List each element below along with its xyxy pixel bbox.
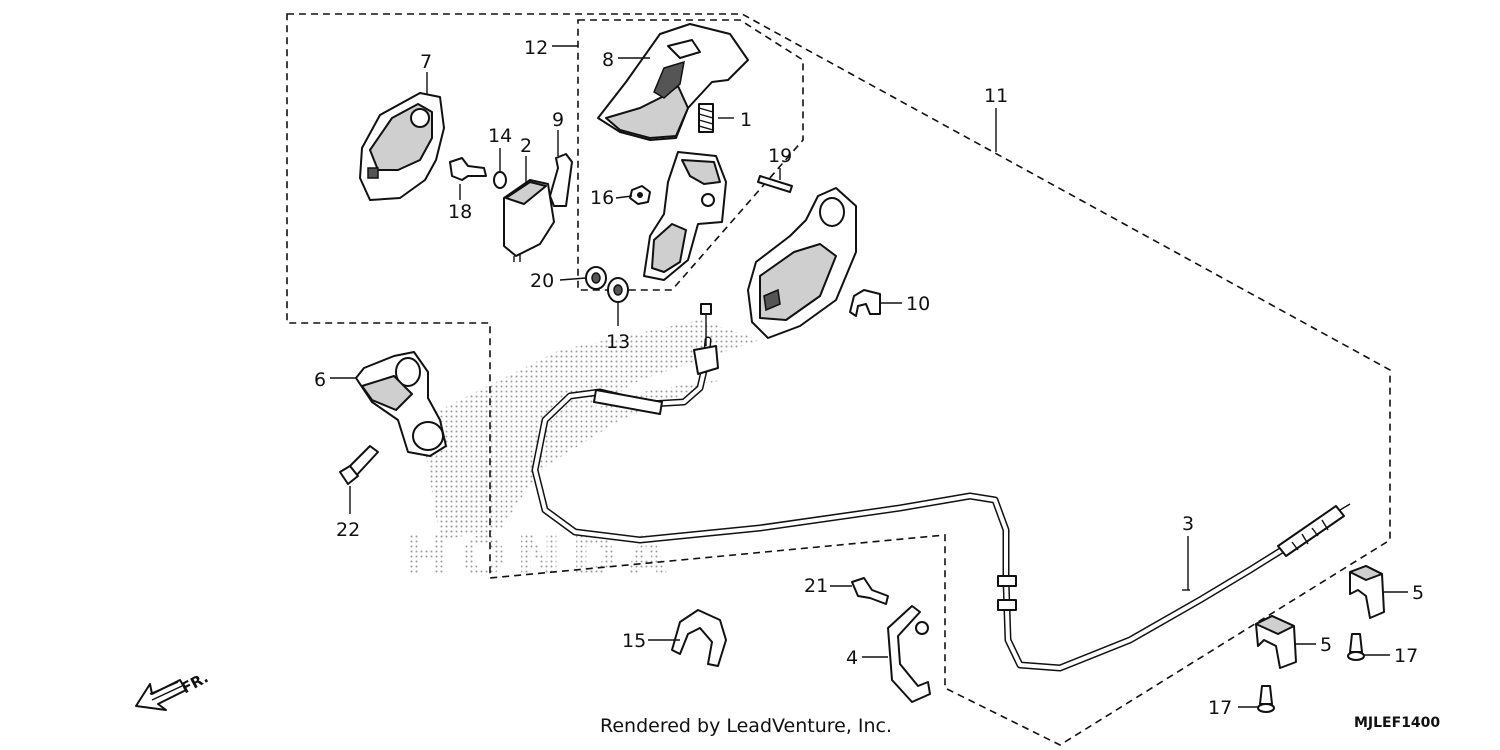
part-20-washer — [585, 266, 607, 290]
callout-6: 6 — [314, 369, 326, 391]
part-2-switch — [503, 179, 555, 262]
callout-22: 22 — [336, 519, 360, 541]
callout-4: 4 — [846, 647, 858, 669]
diagram-code: MJLEF1400 — [1354, 715, 1440, 731]
callout-1: 1 — [740, 109, 752, 131]
part-13-washer — [607, 277, 629, 303]
part-5-clip-upper — [1349, 565, 1385, 619]
part-1-spring — [698, 103, 714, 133]
callout-12: 12 — [524, 37, 548, 59]
callout-13: 13 — [606, 331, 630, 353]
part-8-lever — [597, 23, 749, 141]
part-17-bolt-lower — [1257, 685, 1275, 713]
callout-18: 18 — [448, 201, 472, 223]
callout-19: 19 — [768, 145, 792, 167]
part-4-bracket — [887, 605, 931, 703]
assembly-11-outline — [286, 13, 1391, 746]
callout-3: 3 — [1182, 513, 1194, 535]
callout-9: 9 — [552, 109, 564, 131]
part-14-washer — [493, 171, 507, 189]
part-11-housing — [747, 187, 857, 339]
part-19-pin — [757, 175, 793, 193]
callout-15: 15 — [622, 630, 646, 652]
callout-labels: 7 12 8 1 9 14 2 19 16 18 20 13 10 11 6 2… — [314, 37, 1424, 719]
part-17-bolt-upper — [1347, 633, 1365, 661]
part-5-clip-lower — [1255, 615, 1297, 669]
callout-11: 11 — [984, 85, 1008, 107]
part-10-clip — [849, 289, 881, 317]
part-18-bolt — [449, 157, 487, 181]
part-6-holder — [355, 351, 447, 457]
callout-17-lower: 17 — [1208, 697, 1232, 719]
part-15-clamp — [671, 609, 727, 667]
honda-watermark: HONDA — [405, 320, 760, 588]
front-direction-arrow: FR. — [135, 668, 211, 711]
part-22-bolt — [339, 445, 379, 485]
callout-10: 10 — [906, 293, 930, 315]
part-21-bolt — [851, 577, 889, 605]
callout-21: 21 — [804, 575, 828, 597]
callout-17-upper: 17 — [1394, 645, 1418, 667]
part-3-cable — [531, 303, 1351, 672]
credit-text: Rendered by LeadVenture, Inc. — [600, 715, 892, 737]
callout-16: 16 — [590, 187, 614, 209]
callout-5-lower: 5 — [1320, 634, 1332, 656]
part-7-housing-cover — [359, 92, 445, 201]
part-12-lever-base — [643, 151, 727, 281]
watermark-text: HONDA — [405, 525, 678, 588]
callout-14: 14 — [488, 125, 512, 147]
callout-20: 20 — [530, 270, 554, 292]
part-16-nut — [629, 185, 651, 205]
callout-7: 7 — [420, 51, 432, 73]
callout-2: 2 — [520, 135, 532, 157]
callout-8: 8 — [602, 49, 614, 71]
leader-lines — [330, 45, 1408, 708]
direction-label: FR. — [178, 668, 211, 697]
part-9-clip — [549, 153, 573, 207]
assembly-12-outline — [577, 19, 804, 291]
callout-5-upper: 5 — [1412, 582, 1424, 604]
